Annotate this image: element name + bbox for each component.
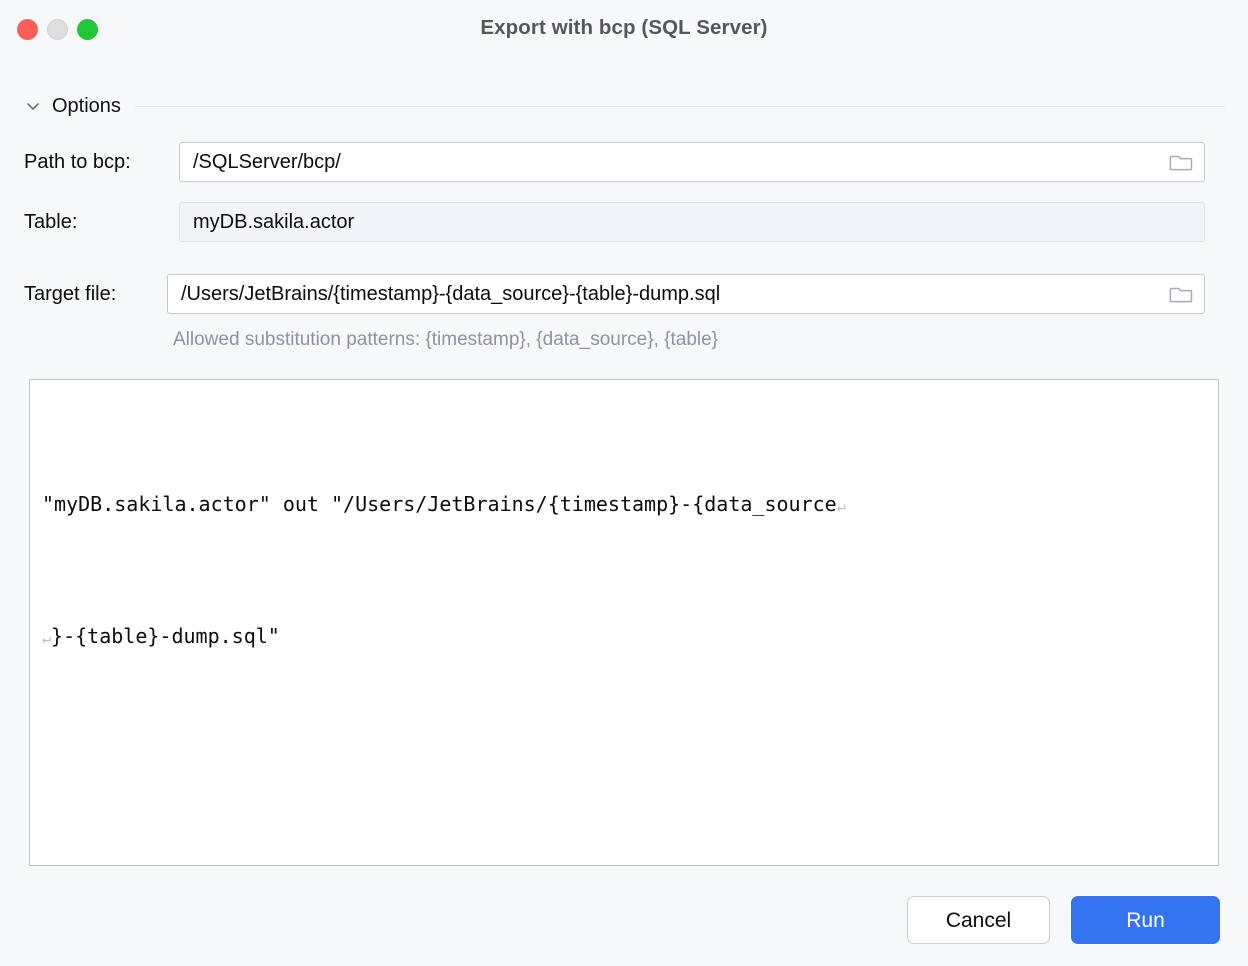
options-section-label: Options [52, 95, 121, 117]
soft-wrap-icon: ↵ [42, 629, 52, 647]
command-preview-content: "myDB.sakila.actor" out "/Users/JetBrain… [42, 394, 1206, 746]
command-line-2-text: }-{table}-dump.sql" [51, 624, 280, 648]
substitution-patterns-hint: Allowed substitution patterns: {timestam… [173, 329, 719, 350]
target-file-input[interactable]: /Users/JetBrains/{timestamp}-{data_sourc… [167, 274, 1205, 314]
close-window-button[interactable] [17, 19, 38, 40]
chevron-down-icon[interactable] [24, 97, 42, 115]
folder-icon[interactable] [1169, 284, 1193, 304]
titlebar: Export with bcp (SQL Server) [0, 0, 1248, 56]
command-line-1-text: "myDB.sakila.actor" out "/Users/JetBrain… [42, 492, 837, 516]
soft-wrap-icon: ↵ [836, 497, 846, 515]
path-to-bcp-input[interactable]: /SQLServer/bcp/ [179, 142, 1205, 182]
cancel-button[interactable]: Cancel [907, 896, 1050, 944]
window-controls [17, 19, 98, 40]
table-label: Table: [24, 211, 78, 233]
window-title: Export with bcp (SQL Server) [480, 15, 768, 39]
folder-icon[interactable] [1169, 152, 1193, 172]
target-file-browse-button[interactable] [1168, 281, 1194, 307]
target-file-label: Target file: [24, 283, 117, 305]
table-row: Table: myDB.sakila.actor [24, 202, 1205, 242]
path-to-bcp-label: Path to bcp: [24, 151, 131, 173]
command-preview-textarea[interactable]: "myDB.sakila.actor" out "/Users/JetBrain… [29, 379, 1219, 866]
table-input: myDB.sakila.actor [179, 202, 1205, 242]
section-divider [134, 105, 1225, 107]
dialog-footer: Cancel Run [907, 896, 1220, 944]
command-line-1: "myDB.sakila.actor" out "/Users/JetBrain… [42, 482, 1206, 526]
minimize-window-button[interactable] [47, 19, 68, 40]
target-file-row: Target file: /Users/JetBrains/{timestamp… [24, 274, 1205, 314]
command-line-2: ↵}-{table}-dump.sql" [42, 614, 1206, 658]
path-to-bcp-browse-button[interactable] [1168, 149, 1194, 175]
run-button[interactable]: Run [1071, 896, 1220, 944]
options-section-header[interactable]: Options [24, 92, 1225, 120]
target-file-value: /Users/JetBrains/{timestamp}-{data_sourc… [181, 284, 721, 304]
path-to-bcp-row: Path to bcp: /SQLServer/bcp/ [24, 142, 1205, 182]
table-value: myDB.sakila.actor [193, 212, 355, 232]
path-to-bcp-value: /SQLServer/bcp/ [193, 152, 341, 172]
maximize-window-button[interactable] [77, 19, 98, 40]
